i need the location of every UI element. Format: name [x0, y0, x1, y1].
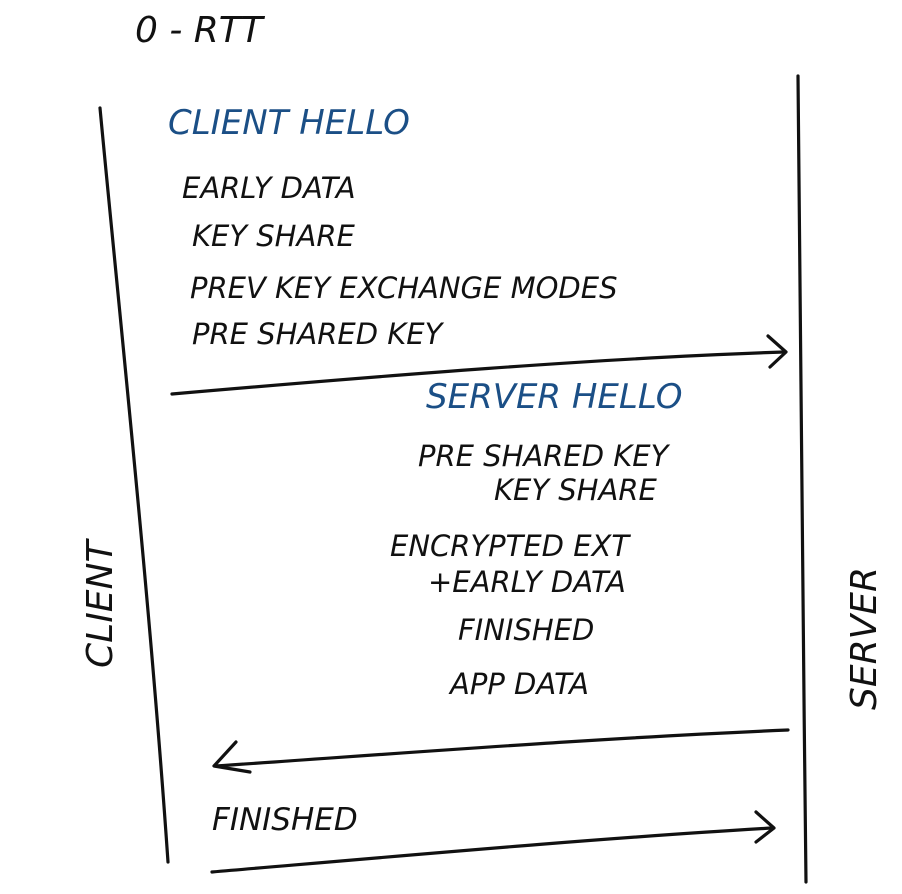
client-label: CLIENT: [80, 538, 121, 668]
client-finished-arrow: [210, 810, 776, 874]
client-lifeline: [98, 106, 170, 864]
server-hello-message: SERVER HELLO PRE SHARED KEY KEY SHARE EN…: [390, 377, 683, 701]
diagram-title: 0 - RTT: [135, 10, 266, 51]
client-hello-heading: CLIENT HELLO: [168, 103, 410, 143]
client-hello-item: EARLY DATA: [182, 171, 356, 205]
client-hello-item: PREV KEY EXCHANGE MODES: [190, 271, 617, 305]
server-label: SERVER: [844, 567, 885, 710]
client-hello-item: KEY SHARE: [192, 219, 355, 253]
client-finished-label: FINISHED: [212, 802, 358, 838]
server-hello-item: APP DATA: [448, 667, 589, 701]
server-lifeline: [796, 74, 808, 884]
server-hello-arrow: [212, 728, 790, 774]
server-hello-item: ENCRYPTED EXT: [390, 529, 631, 563]
client-hello-message: CLIENT HELLO EARLY DATA KEY SHARE PREV K…: [168, 103, 617, 351]
server-hello-item: +EARLY DATA: [428, 565, 626, 599]
server-hello-item: KEY SHARE: [494, 473, 657, 507]
server-hello-heading: SERVER HELLO: [426, 377, 683, 417]
client-hello-item: PRE SHARED KEY: [192, 317, 445, 351]
server-hello-item: PRE SHARED KEY: [418, 439, 671, 473]
server-hello-item: FINISHED: [458, 613, 594, 647]
client-hello-arrow: [170, 334, 788, 396]
